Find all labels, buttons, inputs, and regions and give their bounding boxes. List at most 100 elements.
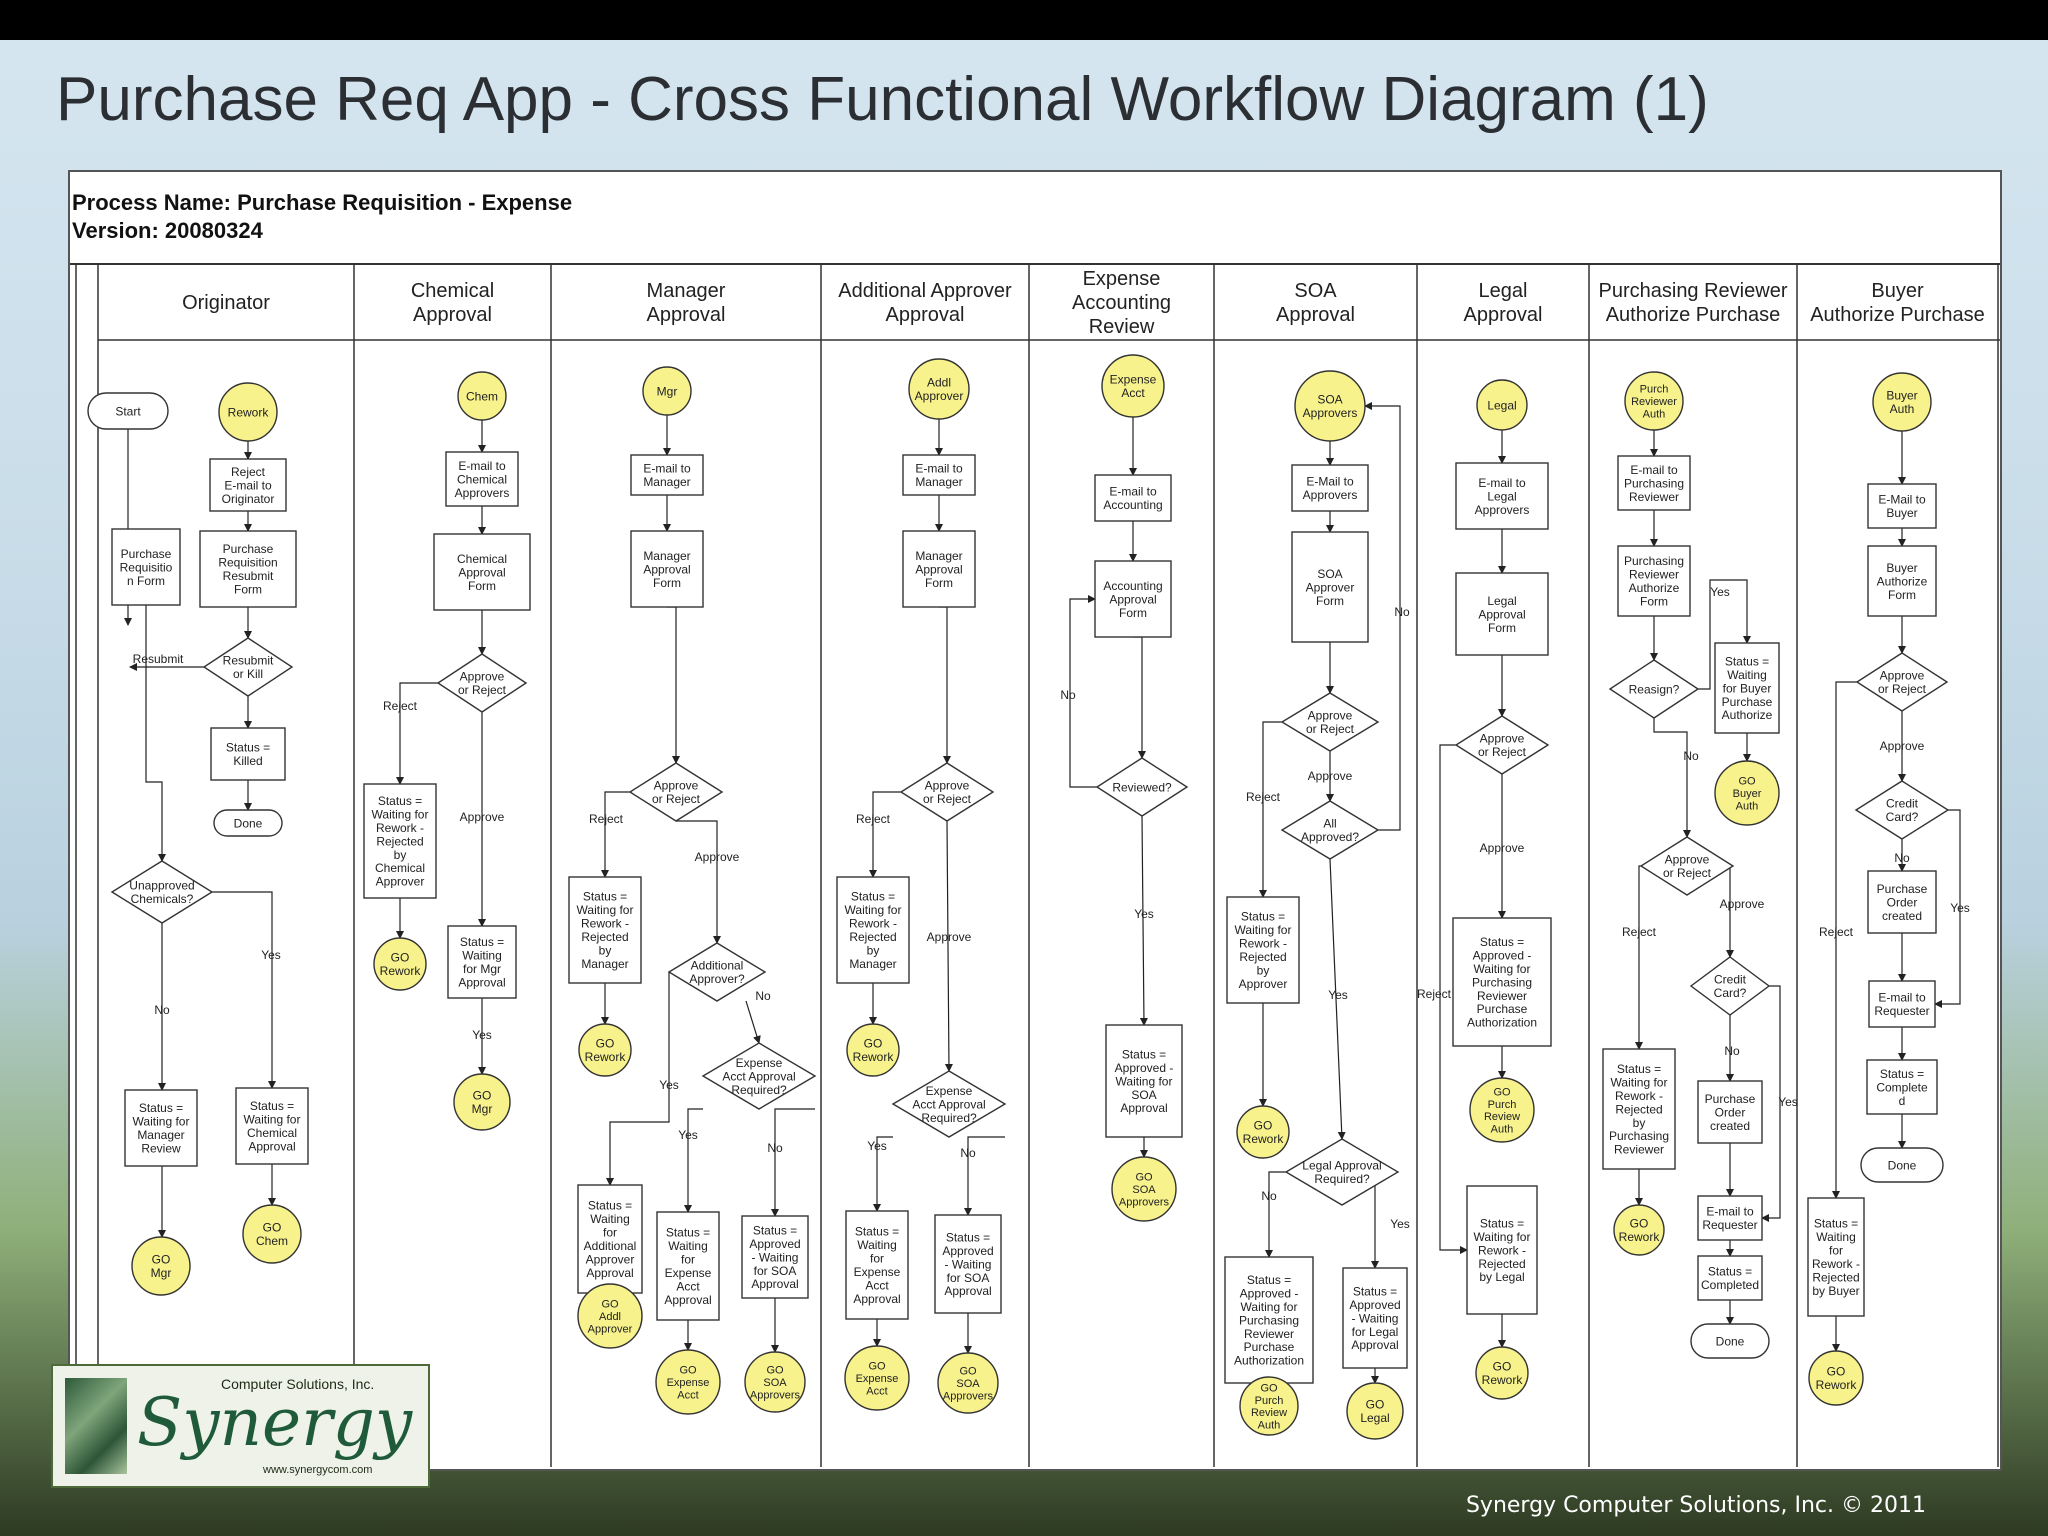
node-label: Reviewer bbox=[1629, 490, 1679, 504]
decision-diamond bbox=[899, 762, 995, 822]
decision-node: Reasign? bbox=[1608, 659, 1700, 719]
node-label: for bbox=[1829, 1244, 1843, 1258]
node-label: Reject bbox=[231, 465, 266, 479]
node-label: Expense bbox=[665, 1266, 712, 1280]
node-label: GO bbox=[1738, 776, 1756, 788]
flow-arrow bbox=[684, 1108, 703, 1213]
node-label: or Reject bbox=[458, 683, 507, 697]
node-label: GO bbox=[1366, 1398, 1385, 1412]
logo-company: Computer Solutions, Inc. bbox=[221, 1376, 375, 1392]
node-label: Status = bbox=[250, 1099, 294, 1113]
process-version: Version: 20080324 bbox=[72, 218, 264, 243]
process-box bbox=[836, 876, 910, 984]
node-label: GO bbox=[679, 1365, 697, 1377]
node-label: Waiting for bbox=[577, 903, 634, 917]
node-label: Resubmit bbox=[223, 654, 274, 668]
node-label: Acct Approval bbox=[722, 1069, 795, 1083]
edge-label: Yes bbox=[472, 1028, 492, 1042]
node-label: - Waiting bbox=[752, 1250, 799, 1264]
node-label: Approved? bbox=[1301, 830, 1359, 844]
connector-circle bbox=[937, 1352, 999, 1414]
decision-diamond bbox=[1280, 800, 1380, 860]
node-label: GO bbox=[391, 951, 410, 965]
process-box bbox=[124, 1089, 198, 1167]
connector-node: Legal bbox=[1476, 379, 1528, 431]
edge-label: Yes bbox=[678, 1128, 698, 1142]
flow-arrow bbox=[1761, 985, 1781, 1222]
connector-circle bbox=[242, 1204, 302, 1264]
node-label: Waiting for bbox=[1474, 1230, 1531, 1244]
node-label: Status = bbox=[1725, 654, 1769, 668]
node-label: GO bbox=[596, 1037, 615, 1051]
decision-diamond bbox=[1454, 715, 1550, 775]
node-label: Required? bbox=[731, 1083, 787, 1097]
node-label: Form bbox=[653, 576, 681, 590]
terminal-node: Done bbox=[1860, 1147, 1944, 1183]
node-label: Legal Approval bbox=[1302, 1159, 1381, 1173]
node-label: Purchasing bbox=[1239, 1313, 1299, 1327]
node-label: E-Mail to bbox=[1306, 475, 1354, 489]
node-label: Chemical bbox=[457, 472, 507, 486]
node-label: Approval bbox=[915, 562, 962, 576]
node-label: Order bbox=[1887, 895, 1918, 909]
connector-circle bbox=[457, 371, 507, 421]
flow-arrow bbox=[1653, 718, 1691, 838]
node-label: or Reject bbox=[1478, 745, 1527, 759]
node-label: Status = bbox=[1247, 1273, 1291, 1287]
flow-arrow bbox=[667, 606, 680, 764]
node-label: Done bbox=[1888, 1158, 1917, 1172]
node-label: Approvers bbox=[1119, 1196, 1170, 1208]
flow-arrow bbox=[1139, 815, 1148, 1026]
node-label: Reviewer bbox=[1244, 1327, 1294, 1341]
edge-label: No bbox=[1683, 749, 1699, 763]
node-label: Approver bbox=[1239, 977, 1288, 991]
node-label: Approve bbox=[1665, 853, 1710, 867]
node-label: Accounting bbox=[1103, 498, 1162, 512]
node-label: Waiting bbox=[857, 1238, 897, 1252]
node-label: Addl bbox=[927, 376, 951, 390]
decision-diamond bbox=[1608, 659, 1700, 719]
node-label: Purch bbox=[1255, 1395, 1284, 1407]
connector-circle bbox=[655, 1349, 721, 1415]
flow-arrow bbox=[1265, 1171, 1286, 1258]
node-label: Chemicals? bbox=[131, 892, 194, 906]
process-box bbox=[1868, 980, 1936, 1028]
process-box bbox=[568, 876, 642, 984]
connector-circle bbox=[1469, 1077, 1535, 1143]
node-label: Expense bbox=[667, 1377, 710, 1389]
process-box bbox=[445, 451, 519, 507]
node-label: Status = bbox=[1480, 1216, 1524, 1230]
edge-label: Approve bbox=[1308, 769, 1353, 783]
node-label: Waiting for bbox=[133, 1115, 190, 1129]
node-label: Additional bbox=[691, 959, 744, 973]
node-label: Approver bbox=[915, 389, 964, 403]
process-box bbox=[1602, 1048, 1676, 1170]
process-box bbox=[1224, 1256, 1314, 1384]
node-label: Rejected bbox=[849, 930, 896, 944]
node-label: Authorize bbox=[1629, 581, 1680, 595]
node-label: Form bbox=[1640, 594, 1668, 608]
node-label: for bbox=[870, 1252, 884, 1266]
node-label: Requisition bbox=[218, 556, 277, 570]
edge-label: Approve bbox=[927, 930, 972, 944]
node-label: Approval bbox=[664, 1293, 711, 1307]
node-label: SOA bbox=[1132, 1184, 1156, 1196]
node-label: Waiting for bbox=[1235, 923, 1292, 937]
edge-label: Reject bbox=[1819, 925, 1854, 939]
node-label: Manager bbox=[915, 549, 962, 563]
lane-header: Authorize Purchase bbox=[1810, 304, 1985, 326]
node-label: Form bbox=[925, 576, 953, 590]
node-label: for Buyer bbox=[1723, 681, 1772, 695]
